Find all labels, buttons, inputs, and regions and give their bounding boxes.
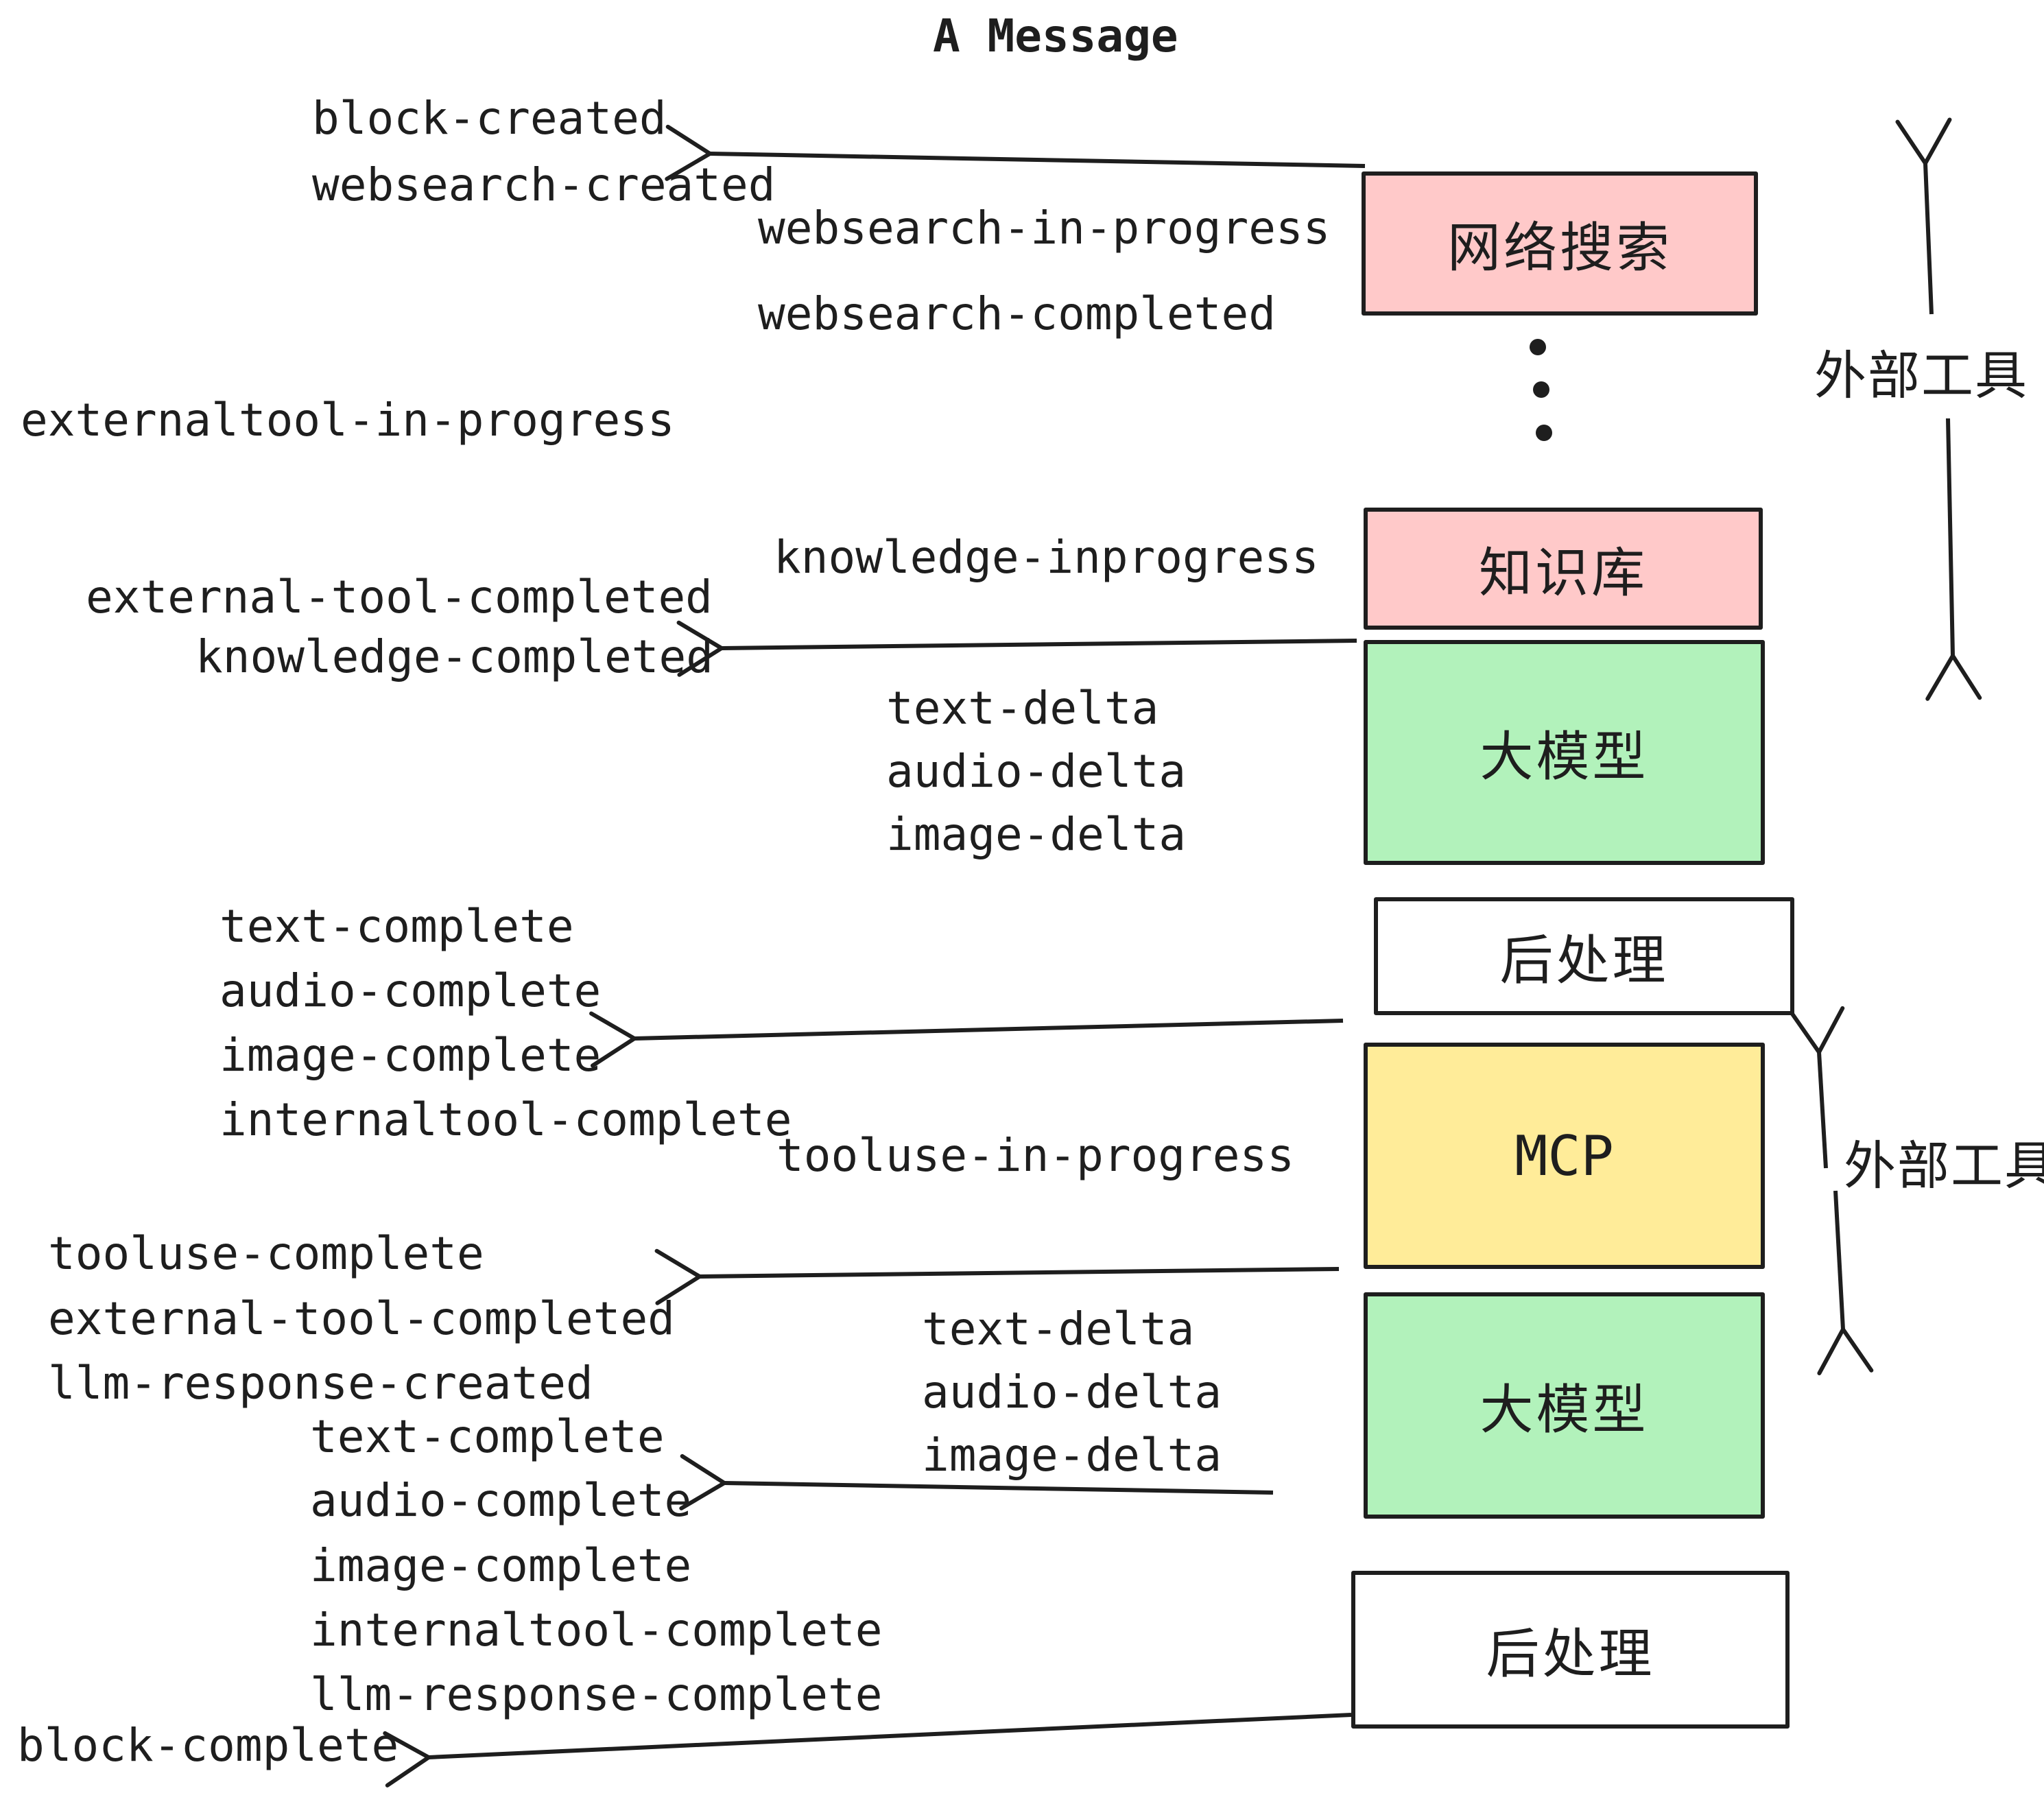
llm-2-box-label: 大模型 (1479, 1379, 1649, 1441)
event-label-text-complete: text-complete (219, 900, 574, 953)
event-label-image-complete: image-complete (310, 1539, 692, 1592)
event-label-knowledge-inprogress: knowledge-inprogress (774, 531, 1319, 584)
event-label-knowledge-completed: knowledge-completed (195, 630, 713, 683)
event-label-llm-response-created: llm-response-created (48, 1357, 593, 1410)
websearch-box-label: 网络搜索 (1447, 217, 1672, 279)
ellipsis-dot-2 (1533, 381, 1549, 398)
event-label-block-created: block-created (312, 92, 667, 145)
event-label-llm-response-complete: llm-response-complete (310, 1668, 883, 1721)
event-label-external-tool-completed: external-tool-completed (48, 1292, 675, 1345)
knowledge-box: 知识库 (1364, 508, 1763, 630)
arrow-1 (665, 124, 1366, 181)
event-label-internaltool-complete: internaltool-complete (310, 1604, 883, 1657)
event-label-audio-delta: audio-delta (886, 745, 1187, 798)
event-label-audio-complete: audio-complete (310, 1474, 692, 1527)
event-label-audio-delta: audio-delta (922, 1366, 1222, 1419)
event-label-audio-complete: audio-complete (219, 964, 602, 1017)
event-label-block-complete: block-complete (17, 1719, 399, 1772)
event-label-image-complete: image-complete (219, 1029, 602, 1082)
event-label-websearch-created: websearch-created (312, 158, 776, 211)
postprocess-2-box: 后处理 (1351, 1571, 1790, 1729)
llm-1-box: 大模型 (1364, 640, 1765, 865)
event-label-internaltool-complete: internaltool-complete (219, 1093, 792, 1146)
arrow-10 (1817, 1190, 1874, 1375)
ellipsis-dot-1 (1530, 339, 1546, 355)
arrow-6 (383, 1713, 1352, 1788)
event-label-tooluse-in-progress: tooluse-in-progress (776, 1129, 1294, 1182)
event-label-text-delta: text-delta (922, 1303, 1195, 1355)
event-label-image-delta: image-delta (922, 1429, 1222, 1482)
arrow-8 (1925, 418, 1982, 701)
event-label-text-complete: text-complete (310, 1410, 665, 1463)
event-label-tooluse-complete: tooluse-complete (48, 1227, 484, 1280)
postprocess-1-box-label: 后处理 (1499, 930, 1669, 992)
arrow-2 (676, 620, 1357, 677)
event-label-websearch-in-progress: websearch-in-progress (758, 202, 1331, 254)
event-label-image-delta: image-delta (886, 808, 1187, 861)
arrow-4 (654, 1248, 1340, 1305)
mcp-box: MCP (1364, 1043, 1765, 1269)
event-label-websearch-completed: websearch-completed (758, 287, 1276, 340)
postprocess-2-box-label: 后处理 (1486, 1624, 1655, 1685)
postprocess-1-box: 后处理 (1374, 897, 1794, 1015)
event-label-externaltool-in-progress: externaltool-in-progress (21, 394, 675, 447)
arrow-3 (589, 1011, 1344, 1068)
arrow-5 (679, 1453, 1274, 1510)
event-label-external-tool-completed: external-tool-completed (86, 571, 713, 624)
llm-2-box: 大模型 (1364, 1292, 1765, 1519)
llm-1-box-label: 大模型 (1479, 726, 1649, 788)
mcp-box-label: MCP (1514, 1124, 1614, 1188)
arrow-7 (1895, 117, 1952, 315)
side-label-external-tools-2: 外部工具 (1844, 1135, 2044, 1196)
side-label-external-tools-1: 外部工具 (1814, 345, 2028, 406)
event-label-text-delta: text-delta (886, 682, 1159, 735)
ellipsis-dot-3 (1536, 425, 1552, 441)
arrow-9 (1788, 1006, 1845, 1169)
knowledge-box-label: 知识库 (1478, 543, 1648, 604)
diagram-title: A Message (933, 10, 1178, 62)
websearch-box: 网络搜索 (1362, 171, 1758, 316)
